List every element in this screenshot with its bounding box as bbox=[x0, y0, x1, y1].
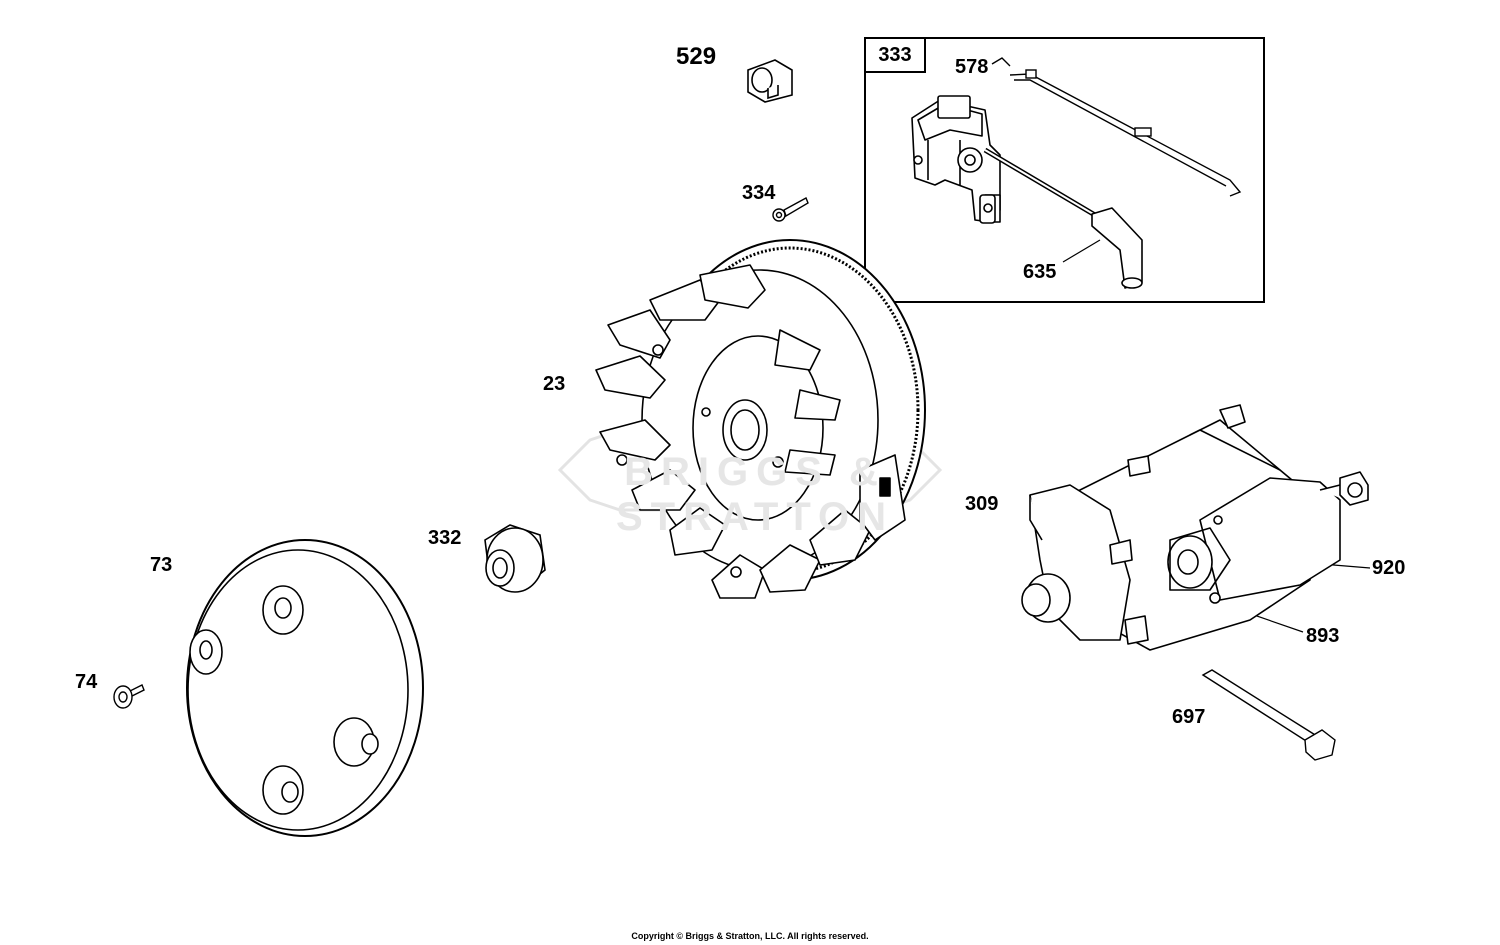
callout-578: 578 bbox=[955, 56, 989, 78]
inset-group-label: 333 bbox=[866, 39, 926, 73]
copyright-notice: Copyright © Briggs & Stratton, LLC. All … bbox=[631, 931, 869, 941]
starter-motor-part bbox=[1021, 404, 1369, 651]
ground-wire-part bbox=[991, 57, 1242, 197]
callout-74: 74 bbox=[75, 671, 98, 693]
ignition-armature-part bbox=[911, 95, 1143, 289]
callout-73: 73 bbox=[150, 554, 173, 576]
callout-23: 23 bbox=[543, 373, 566, 395]
callout-920: 920 bbox=[1372, 557, 1406, 579]
watermark-text: BRIGGS & STRATTON bbox=[615, 450, 895, 539]
callout-529: 529 bbox=[676, 43, 717, 70]
callout-309: 309 bbox=[965, 493, 999, 515]
bolt-697-part bbox=[1201, 669, 1336, 761]
flywheel-part bbox=[595, 239, 926, 599]
screw-334-part bbox=[772, 197, 809, 222]
flange-nut-part bbox=[484, 524, 546, 593]
callout-697: 697 bbox=[1172, 706, 1206, 728]
screw-74-part bbox=[113, 684, 145, 709]
callout-893: 893 bbox=[1306, 625, 1340, 647]
inset-box bbox=[864, 37, 1265, 303]
callout-334: 334 bbox=[742, 182, 776, 204]
callout-635: 635 bbox=[1023, 261, 1057, 283]
nut-529-part bbox=[747, 59, 793, 103]
callout-332: 332 bbox=[428, 527, 462, 549]
flywheel-cover-part bbox=[186, 539, 424, 837]
